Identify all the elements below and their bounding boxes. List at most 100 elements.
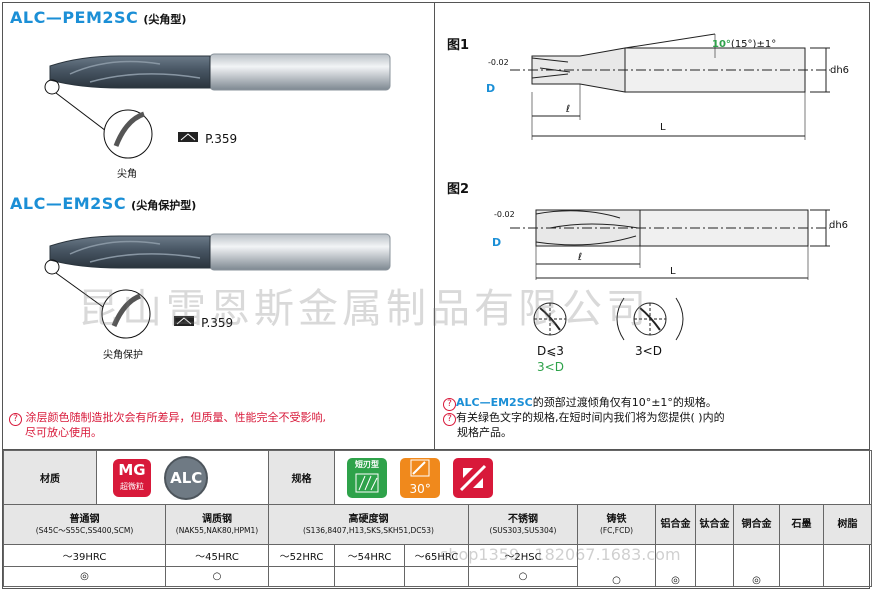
fig2-dim-l: ℓ [578, 252, 583, 263]
cross-section-drawings [533, 297, 684, 341]
hrc-cell: ～45HRC [165, 544, 269, 567]
product2-heading: ALC—EM2SC (尖角保护型) [10, 194, 196, 213]
mark-cell [334, 566, 405, 587]
coating-note-line2: 尽可放心使用。 [25, 426, 102, 439]
fig1-angle: 10°(15°)±1° [712, 39, 776, 50]
coating-note-line1: 涂层颜色随制造批次会有所差异，但质量、性能完全不受影响, [25, 411, 327, 424]
col-header-7: 铜合金 [733, 504, 780, 545]
watermark-phone: shop1359...182067.1683.com [440, 545, 681, 564]
product1-type: (尖角型) [143, 13, 187, 26]
right-note-2: ?有关绿色文字的规格,在短时间内我们将为您提供( )内的 规格产品。 [443, 411, 863, 439]
material-table: 材质 MG 超微粒 ALC 规格 短刃型 30° 普通钢(S45C～S55C,S… [3, 450, 873, 587]
mark-cell: ○ [468, 566, 578, 587]
fig2-dim-shank: dh6 [829, 220, 849, 231]
mark-cell [822, 544, 873, 587]
hrc-cell: ～52HRC [268, 544, 335, 567]
right-notes: ?ALC—EM2SC的颈部过渡倾角仅有10°±1°的规格。 ?有关绿色文字的规格… [443, 396, 863, 439]
short-blade-badge: 短刃型 [347, 457, 387, 498]
col-header-9: 树脂 [822, 504, 873, 545]
col-header-6: 钛合金 [695, 504, 734, 545]
spec-label: 规格 [268, 450, 335, 505]
col-header-4: 铸铁(FC,FCD) [577, 504, 656, 545]
product2-ref-text[interactable]: P.359 [201, 316, 234, 330]
product2-type: (尖角保护型) [131, 199, 197, 212]
fig1-drawing [510, 33, 830, 140]
product2-illustration [44, 233, 391, 339]
table-divider [2, 449, 869, 450]
product1-name: ALC—PEM2SC [10, 8, 139, 27]
book-icon [178, 132, 198, 142]
section-left-label1: D⩽3 [537, 344, 564, 358]
info-icon: ? [9, 413, 22, 426]
mark-cell [268, 566, 335, 587]
product2-name: ALC—EM2SC [10, 194, 127, 213]
material-badges: MG 超微粒 ALC [96, 450, 269, 505]
fig2-dim-d: D [492, 236, 502, 249]
fig1-angle-green: 10° [712, 39, 731, 50]
mark-cell [779, 544, 824, 587]
right-note-2-text2: 规格产品。 [457, 426, 512, 439]
hrc-cell: ～39HRC [3, 544, 166, 567]
spec-badges: 短刃型 30° [333, 450, 873, 505]
alc-badge: ALC [164, 455, 209, 500]
book-icon [174, 316, 194, 326]
mark-row: ◎ ○ ○ [3, 566, 872, 587]
product1-heading: ALC—PEM2SC (尖角型) [10, 8, 186, 27]
mark-cell: ◎ [733, 544, 780, 587]
fig2-drawing [510, 209, 830, 280]
fig1-title: 图1 [447, 38, 470, 53]
right-note-2-text: 有关绿色文字的规格,在短时间内我们将为您提供( )内的 [456, 411, 725, 424]
fig2-tol-d: -0.02 [494, 210, 515, 219]
right-note-1-text: 的颈部过渡倾角仅有10°±1°的规格。 [532, 396, 717, 409]
mg-badge-bottom: 超微粒 [120, 481, 144, 491]
info-icon: ? [443, 398, 456, 411]
fig1-tol-d: -0.02 [488, 58, 509, 67]
mark-cell: ◎ [655, 544, 696, 587]
col-header-5: 铝合金 [655, 504, 696, 545]
col-header-0: 普通钢(S45C～S55C,SS400,SCM) [3, 504, 166, 545]
cutting-direction-icon [460, 464, 487, 491]
hrc-row: ～39HRC ～45HRC ～52HRC ～54HRC ～65HRC ～2HSC… [3, 544, 873, 587]
helix-angle-icon [410, 459, 430, 476]
product1-ref-text[interactable]: P.359 [205, 132, 238, 146]
coating-note: ? 涂层颜色随制造批次会有所差异，但质量、性能完全不受影响, 尽可放心使用。 [9, 411, 429, 439]
mg-badge-top: MG [118, 460, 146, 479]
fig1-dim-l: ℓ [566, 104, 571, 115]
material-label: 材质 [3, 450, 97, 505]
mark-cell: ○ [577, 544, 656, 587]
product2-callout: 尖角保护 [103, 350, 143, 361]
fig1-angle-rest: (15°)±1° [730, 39, 777, 50]
col-header-3: 不锈钢(SUS303,SUS304) [468, 504, 578, 545]
col-header-1: 调质钢(NAK55,NAK80,HPM1) [165, 504, 269, 545]
col-header-2: 高硬度钢(S136,8407,H13,SKS,SKH51,DC53) [268, 504, 469, 545]
cutting-direction-badge [453, 457, 494, 498]
info-icon: ? [443, 413, 456, 426]
right-note-1: ?ALC—EM2SC的颈部过渡倾角仅有10°±1°的规格。 [443, 396, 863, 411]
product1-illustration [44, 53, 391, 159]
short-blade-label: 短刃型 [355, 459, 379, 469]
fig1-dim-L: L [660, 122, 666, 133]
mark-cell: ◎ [3, 566, 166, 587]
fig2-dim-L: L [670, 266, 676, 277]
mark-cell: ○ [165, 566, 269, 587]
angle-badge-label: 30° [409, 481, 431, 496]
watermark-main: 昆山雷恩斯金属制品有限公司 [78, 286, 650, 332]
fig2-title: 图2 [447, 182, 470, 197]
short-blade-icon [355, 473, 379, 492]
mark-cell [695, 544, 734, 587]
material-header-row: 普通钢(S45C～S55C,SS400,SCM) 调质钢(NAK55,NAK80… [3, 504, 873, 545]
mg-badge: MG 超微粒 [113, 458, 151, 497]
angle-badge: 30° [400, 457, 441, 498]
hrc-cell: ～54HRC [334, 544, 405, 567]
mark-cell [404, 566, 469, 587]
product1-callout: 尖角 [117, 169, 137, 180]
col-header-8: 石墨 [779, 504, 824, 545]
center-divider [434, 2, 435, 450]
right-note-1-highlight: ALC—EM2SC [456, 396, 533, 409]
fig1-dim-d: D [486, 82, 496, 95]
fig1-dim-shank: dh6 [830, 65, 850, 76]
product2-ref: P.359 [174, 312, 233, 331]
product1-ref: P.359 [178, 128, 237, 147]
badge-row: 材质 MG 超微粒 ALC 规格 短刃型 30° [3, 450, 873, 505]
